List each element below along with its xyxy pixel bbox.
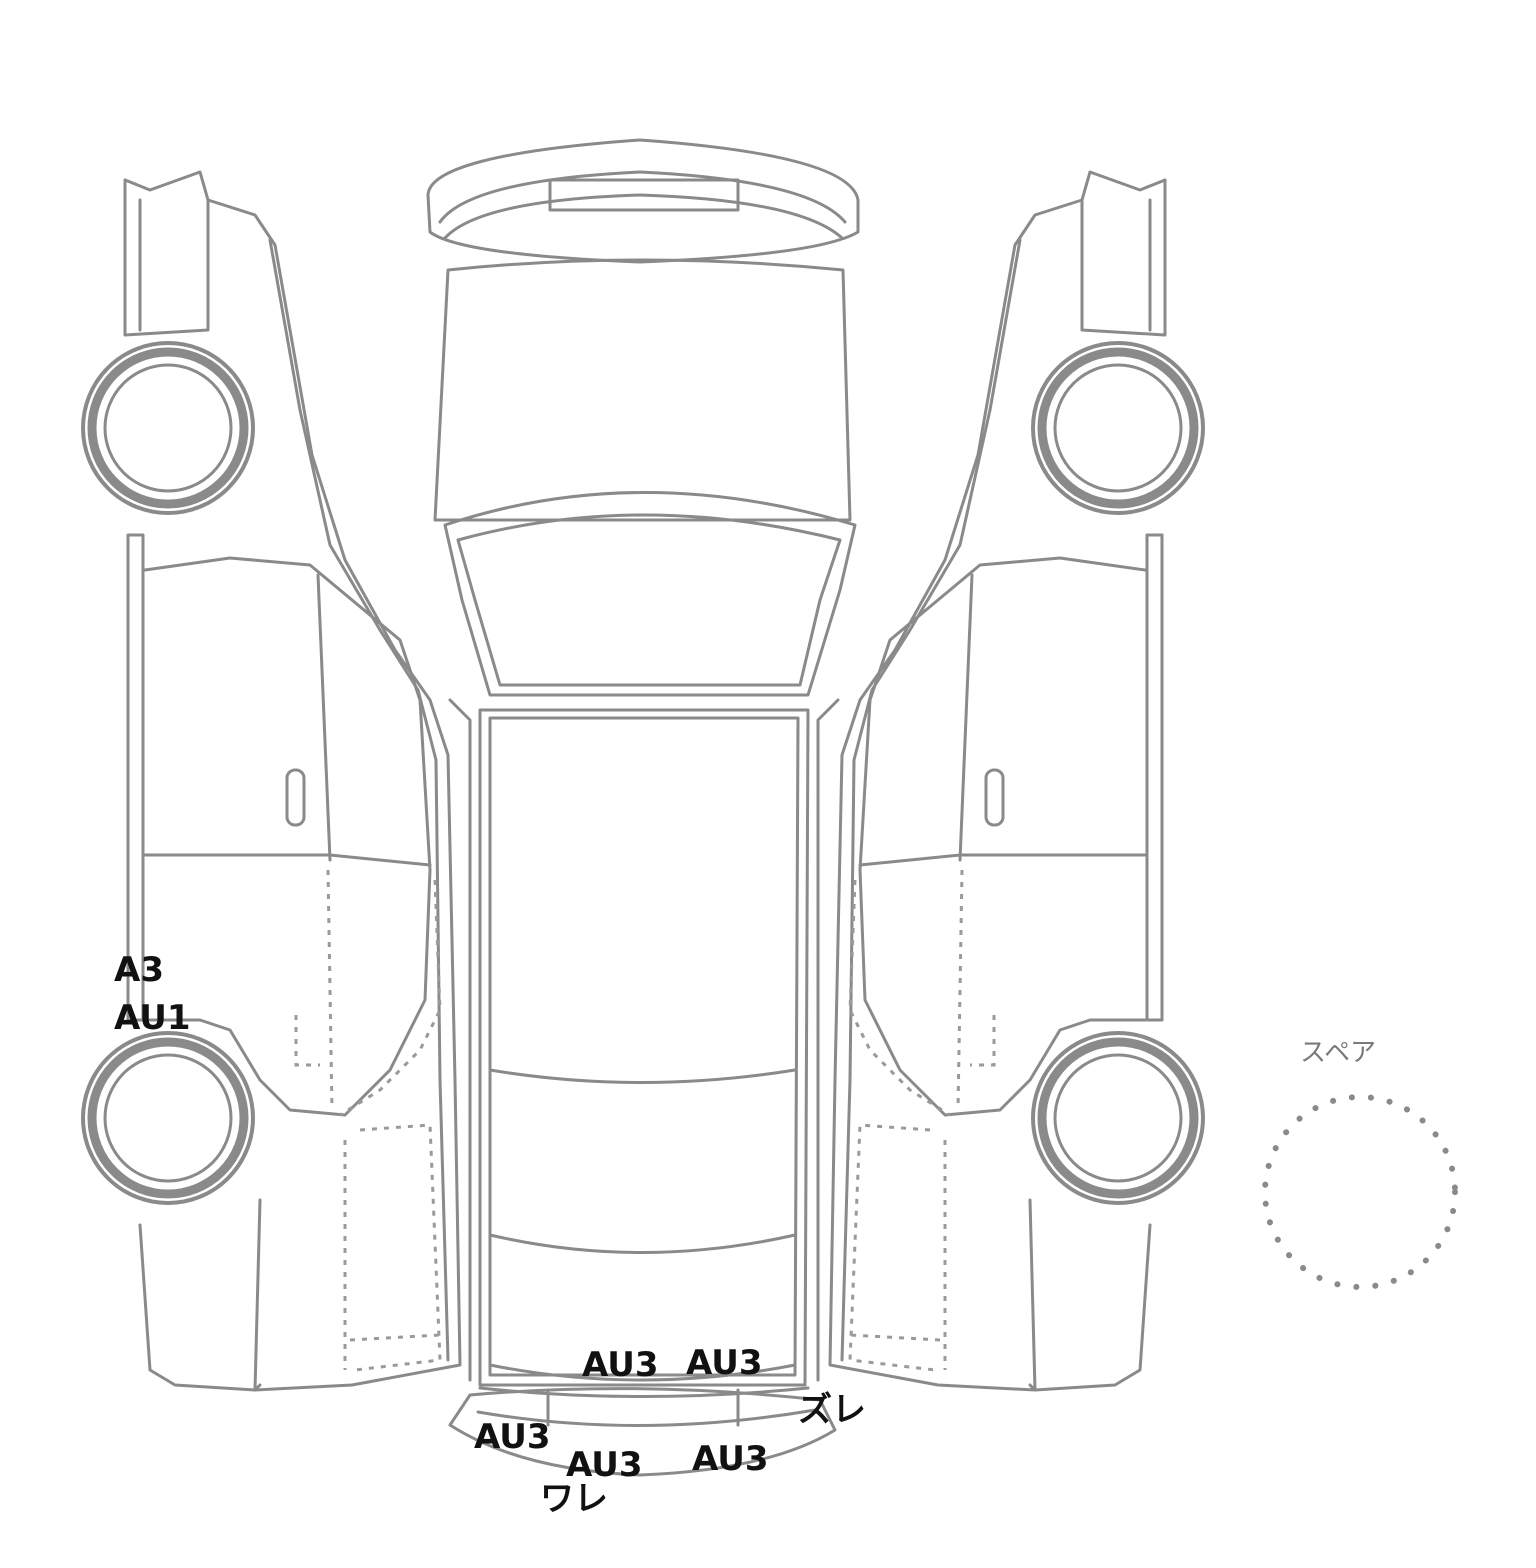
left-front-tire: [81, 341, 255, 515]
spare-tire: [1262, 1094, 1458, 1290]
left-side-view: [123, 170, 462, 1392]
spare-label: スペア: [1300, 1038, 1377, 1068]
mark-rear-upper-right-au3: AU3: [686, 1343, 763, 1383]
top-view: [426, 138, 860, 1477]
mark-left-rear-au1: AU1: [114, 998, 191, 1038]
mark-bumper-right-au3: AU3: [692, 1439, 769, 1479]
mark-bumper-left-au3: AU3: [474, 1417, 551, 1457]
mark-rear-right-zure: ズレ: [798, 1390, 866, 1430]
mark-left-rear-a3: A3: [114, 950, 164, 990]
mark-bumper-center-au3: AU3: [566, 1445, 643, 1485]
mark-bumper-ware: ワレ: [540, 1479, 608, 1519]
mark-rear-upper-left-au3: AU3: [582, 1345, 659, 1385]
left-rear-tire: [81, 1031, 255, 1205]
right-side-view: [828, 170, 1167, 1392]
right-rear-tire: [1031, 1031, 1205, 1205]
right-front-tire: [1031, 341, 1205, 515]
